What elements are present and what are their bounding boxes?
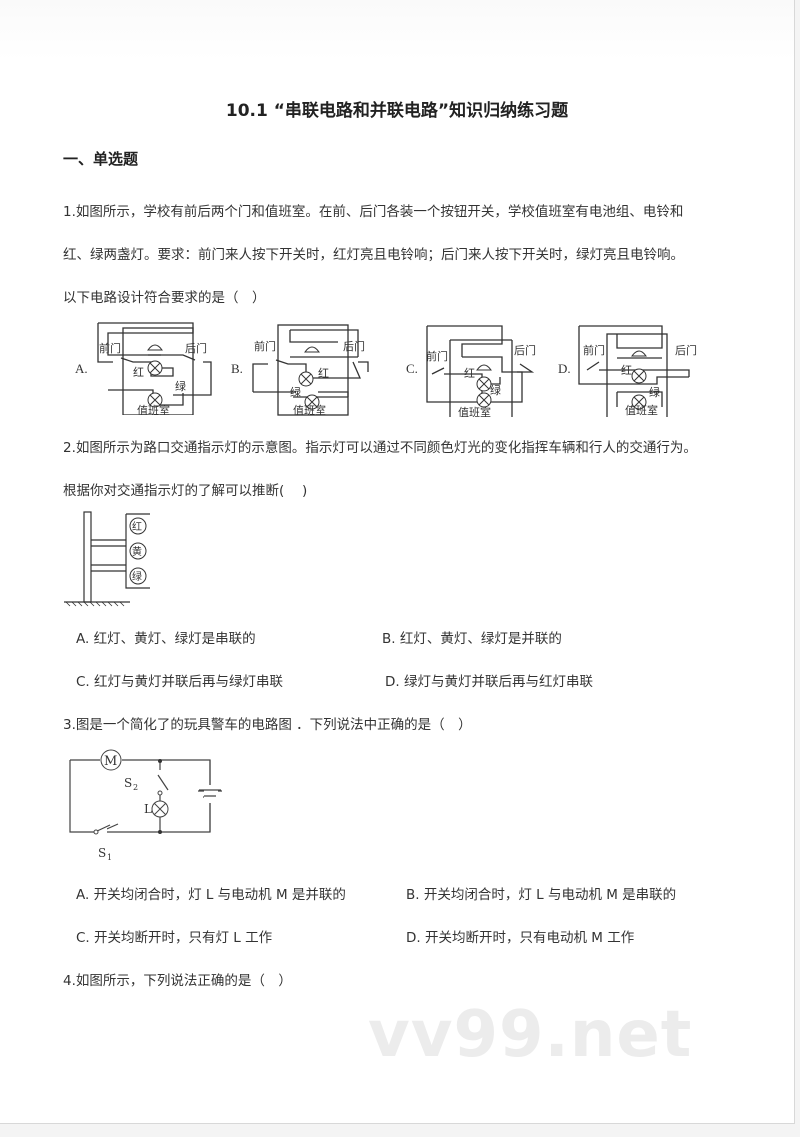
q1-option-c-label: C.: [406, 361, 418, 376]
q4-line-1: 4.如图所示，下列说法正确的是（ ）: [63, 973, 292, 989]
q2-option-c: C. 红灯与黄灯并联后再与绿灯串联: [76, 674, 284, 690]
page-top-shade: [0, 0, 794, 60]
q3-option-c: C. 开关均断开时，只有灯 L 工作: [76, 930, 273, 946]
q2-line-1: 2.如图所示为路口交通指示灯的示意图。指示灯可以通过不同颜色灯光的变化指挥车辆和…: [63, 440, 697, 456]
q1-line-1: 1.如图所示，学校有前后两个门和值班室。在前、后门各装一个按钮开关，学校值班室有…: [63, 204, 684, 220]
q1-circuit-d: 前门 后门 红 绿 值班室: [578, 325, 697, 417]
svg-text:值班室: 值班室: [293, 403, 326, 417]
svg-text:前门: 前门: [99, 341, 121, 355]
svg-text:后门: 后门: [343, 339, 365, 353]
svg-text:M: M: [104, 754, 117, 769]
q1-circuit-c: 前门 后门 红 绿 值班室: [426, 325, 536, 417]
svg-text:绿: 绿: [132, 570, 142, 583]
q1-option-a-label: A.: [75, 361, 88, 376]
q1-option-b-label: B.: [231, 361, 243, 376]
svg-text:红: 红: [132, 520, 142, 533]
q1-line-3: 以下电路设计符合要求的是（ ）: [63, 290, 266, 306]
svg-text:前门: 前门: [254, 339, 276, 353]
q3-option-d: D. 开关均断开时，只有电动机 M 工作: [406, 930, 635, 946]
svg-text:绿: 绿: [175, 379, 186, 393]
q3-option-b: B. 开关均闭合时，灯 L 与电动机 M 是串联的: [406, 887, 677, 903]
q1-circuit-a: 前门 后门 红 绿 值班室: [97, 322, 212, 415]
q2-line-2: 根据你对交通指示灯的了解可以推断( ): [63, 483, 308, 499]
q2-option-a: A. 红灯、黄灯、绿灯是串联的: [76, 631, 256, 647]
svg-text:2: 2: [133, 783, 138, 792]
svg-text:后门: 后门: [185, 341, 207, 355]
svg-text:红: 红: [133, 366, 144, 379]
section-heading: 一、单选题: [63, 150, 139, 168]
watermark: vv99.net: [368, 998, 693, 1072]
svg-text:前门: 前门: [583, 343, 605, 357]
q3-option-a: A. 开关均闭合时，灯 L 与电动机 M 是并联的: [76, 887, 346, 903]
q1-circuit-b: 前门 后门 红 绿 值班室: [252, 324, 369, 417]
svg-text:值班室: 值班室: [458, 405, 491, 417]
q1-line-2: 红、绿两盏灯。要求：前门来人按下开关时，红灯亮且电铃响；后门来人按下开关时，绿灯…: [63, 247, 684, 263]
svg-text:后门: 后门: [514, 343, 536, 357]
svg-text:后门: 后门: [675, 343, 697, 357]
q2-option-b: B. 红灯、黄灯、绿灯是并联的: [382, 631, 562, 647]
svg-text:红: 红: [464, 367, 475, 380]
svg-text:红: 红: [621, 364, 632, 377]
q3-police-car-circuit: M S 2 L S 1: [69, 749, 222, 862]
q3-line-1: 3.图是一个简化了的玩具警车的电路图 ．下列说法中正确的是（ ）: [63, 717, 472, 733]
svg-text:红: 红: [318, 367, 329, 380]
q2-option-d: D. 绿灯与黄灯并联后再与红灯串联: [385, 674, 593, 690]
svg-text:L: L: [144, 802, 152, 816]
q2-traffic-light-figure: 红 黄 绿: [64, 511, 150, 607]
svg-text:1: 1: [107, 853, 112, 862]
svg-text:绿: 绿: [290, 385, 301, 399]
svg-text:黄: 黄: [132, 545, 142, 558]
svg-text:值班室: 值班室: [137, 403, 170, 415]
svg-text:绿: 绿: [649, 385, 660, 399]
svg-text:值班室: 值班室: [625, 403, 658, 417]
document-title: 10.1 “串联电路和并联电路”知识归纳练习题: [225, 101, 569, 121]
svg-text:S: S: [98, 846, 106, 860]
svg-text:前门: 前门: [426, 349, 448, 363]
q1-option-d-label: D.: [558, 361, 571, 376]
svg-text:S: S: [124, 776, 132, 790]
svg-text:绿: 绿: [490, 383, 501, 397]
